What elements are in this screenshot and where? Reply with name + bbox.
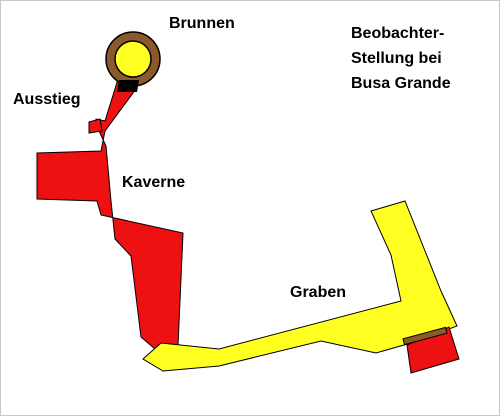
title-line-1: Beobachter- bbox=[351, 25, 444, 42]
title-line-2: Stellung bei bbox=[351, 50, 442, 67]
ausstieg-notch bbox=[88, 118, 103, 134]
well-connector bbox=[117, 80, 139, 92]
label-ausstieg: Ausstieg bbox=[13, 91, 81, 108]
title-line-3: Busa Grande bbox=[351, 75, 451, 92]
bunker-beam bbox=[402, 326, 448, 346]
label-brunnen: Brunnen bbox=[169, 15, 235, 32]
well-shaft bbox=[114, 40, 152, 78]
trench-graben bbox=[142, 200, 458, 372]
label-kaverne: Kaverne bbox=[122, 174, 185, 191]
tunnel-kaverne bbox=[36, 75, 184, 350]
label-graben: Graben bbox=[290, 284, 346, 301]
